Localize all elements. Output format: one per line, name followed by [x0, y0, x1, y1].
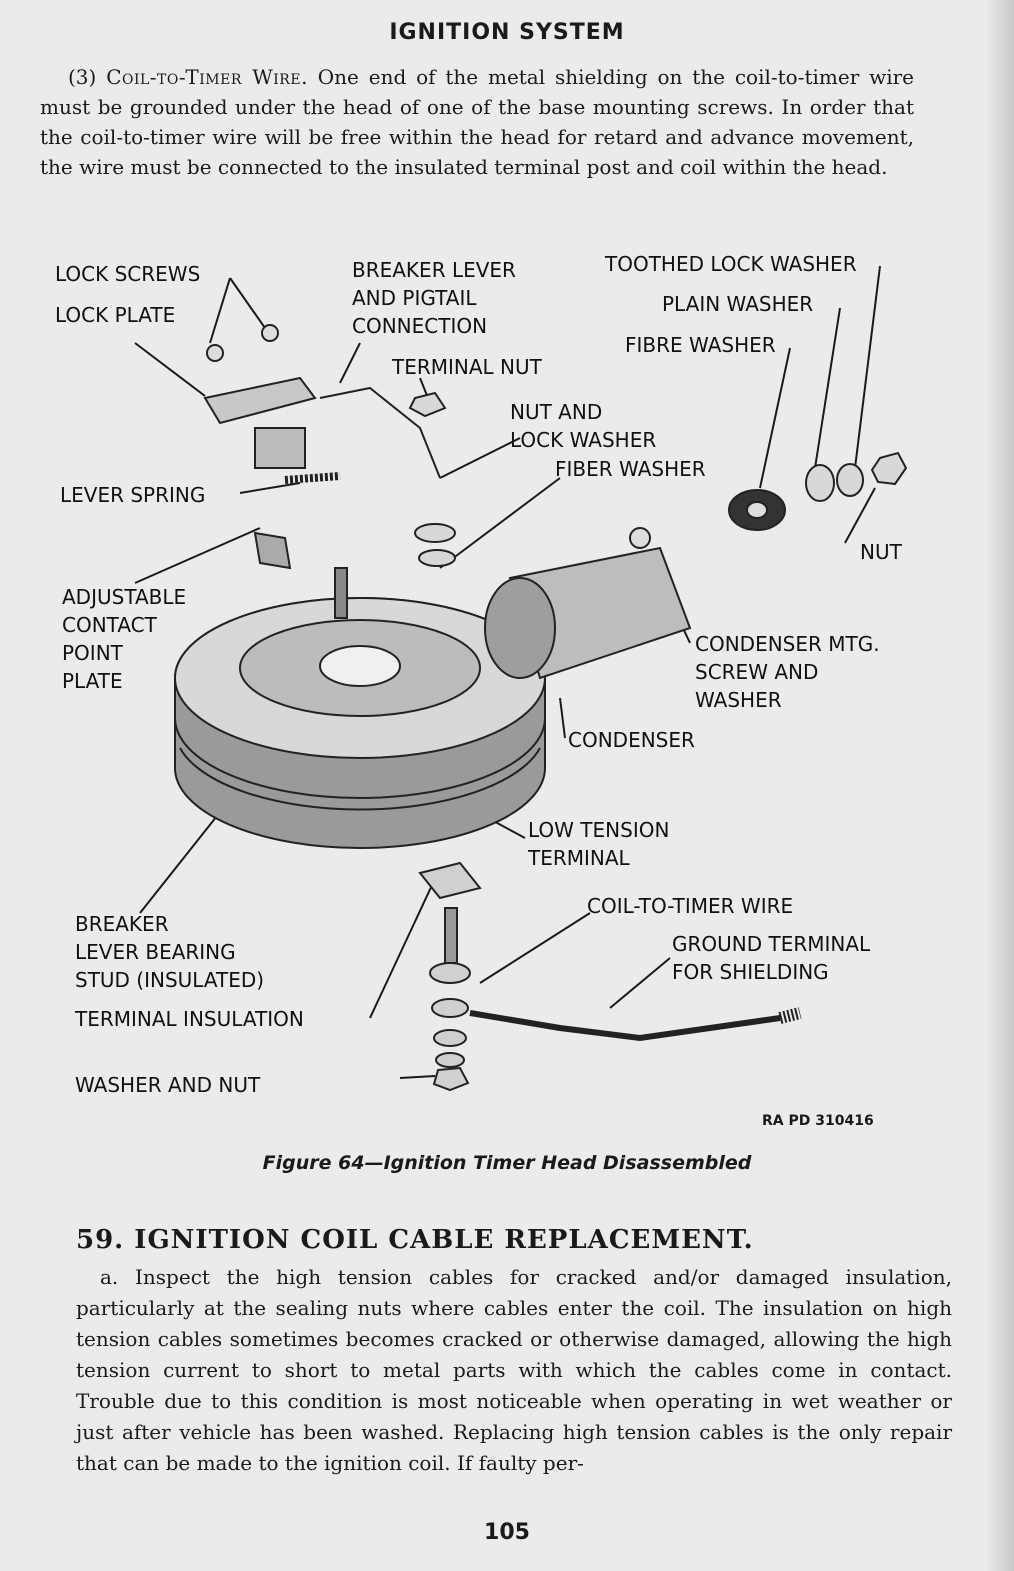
- intro-number: (3): [68, 65, 97, 89]
- running-head: IGNITION SYSTEM: [389, 20, 625, 45]
- figure-caption: Figure 64—Ignition Timer Head Disassembl…: [262, 1152, 752, 1174]
- leader-nut-lock-washer: [439, 437, 521, 479]
- callout-fiber-washer: FIBER WASHER: [555, 457, 706, 481]
- leader-adjustable-plate: [134, 527, 261, 584]
- callout-condenser-mtg: CONDENSER MTG. SCREW AND WASHER: [695, 632, 880, 712]
- callout-fibre-washer: FIBRE WASHER: [625, 333, 776, 357]
- callout-lock-screws: LOCK SCREWS: [55, 262, 201, 286]
- leader-coil-wire: [479, 912, 591, 984]
- callout-toothed-lock-washer: TOOTHED LOCK WASHER: [605, 252, 857, 276]
- leader-toothed-lock-washer: [854, 265, 881, 469]
- callout-ground-terminal: GROUND TERMINAL FOR SHIELDING: [672, 932, 871, 984]
- timer-head-illustration: [134, 265, 908, 1092]
- callout-breaker-lever-bearing-stud: BREAKER LEVER BEARING STUD (INSULATED): [75, 912, 265, 992]
- leader-plain-washer: [814, 307, 841, 469]
- leader-lever-spring: [239, 482, 301, 494]
- paragraph-text: Inspect the high tension cables for crac…: [76, 1265, 952, 1475]
- callout-plain-washer: PLAIN WASHER: [662, 292, 814, 316]
- callout-breaker-lever: BREAKER LEVER AND PIGTAIL CONNECTION: [352, 258, 516, 338]
- leader-washer-nut: [399, 1075, 436, 1079]
- leader-fiber-washer: [439, 477, 561, 569]
- page-edge-shadow: [986, 0, 1014, 1571]
- leader-condenser: [559, 697, 566, 739]
- timer-body: [174, 597, 546, 849]
- callout-terminal-insulation: TERMINAL INSULATION: [75, 1007, 304, 1031]
- washer-stack: [408, 391, 908, 567]
- leader-lock-plate: [134, 342, 206, 397]
- callout-nut-and-lock-washer: NUT AND LOCK WASHER: [510, 400, 657, 452]
- section-title: 59. IGNITION COIL CABLE REPLACEMENT.: [76, 1225, 754, 1255]
- page-number: 105: [484, 1520, 530, 1545]
- callout-coil-to-timer-wire: COIL-TO-TIMER WIRE: [587, 894, 794, 918]
- callout-lever-spring: LEVER SPRING: [60, 483, 206, 507]
- callout-low-tension-terminal: LOW TENSION TERMINAL: [528, 818, 670, 870]
- figure-64: LOCK SCREWS LOCK PLATE BREAKER LEVER AND…: [40, 248, 960, 1148]
- section-paragraph: a. Inspect the high tension cables for c…: [76, 1262, 952, 1479]
- callout-nut: NUT: [860, 540, 902, 564]
- callout-terminal-nut: TERMINAL NUT: [392, 355, 542, 379]
- intro-paragraph: (3) Coil-to-Timer Wire. One end of the m…: [40, 62, 914, 182]
- intro-term: Coil-to-Timer Wire.: [106, 65, 308, 89]
- leader-fibre-washer: [759, 347, 791, 489]
- callout-washer-and-nut: WASHER AND NUT: [75, 1073, 261, 1097]
- callout-adjustable-contact-point-plate: ADJUSTABLE CONTACT POINT PLATE: [62, 585, 187, 693]
- breaker-lever-part: [203, 324, 441, 619]
- leader-lock-screws: [209, 277, 231, 344]
- plate-id: RA PD 310416: [762, 1113, 874, 1129]
- leader-nut: [844, 487, 876, 544]
- callout-condenser: CONDENSER: [568, 728, 695, 752]
- leader-terminal-insulation: [369, 867, 441, 1019]
- leader-ground-terminal: [609, 957, 671, 1009]
- intro-text: One end of the metal shielding on the co…: [40, 65, 915, 179]
- condenser-part: [484, 527, 692, 680]
- callout-lock-plate: LOCK PLATE: [55, 303, 176, 327]
- terminal-parts: [418, 861, 802, 1092]
- paragraph-number: a.: [100, 1265, 119, 1289]
- leader-breaker-lever: [339, 342, 361, 384]
